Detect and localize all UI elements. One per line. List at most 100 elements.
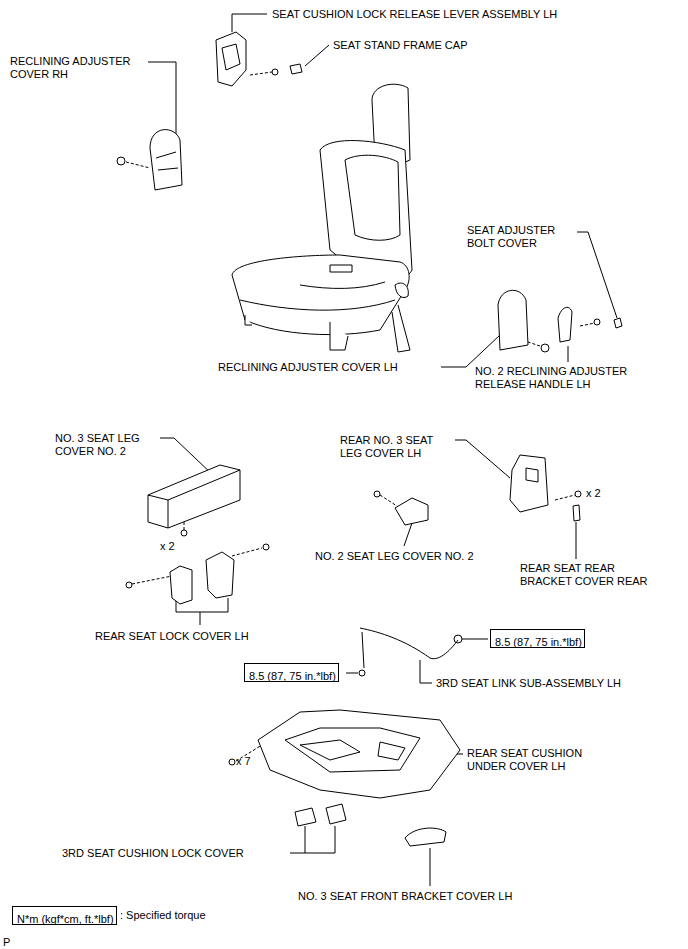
leader-line	[404, 523, 412, 546]
screw-axis	[232, 548, 262, 556]
screw	[374, 491, 380, 497]
quantity-note: x 2	[586, 487, 601, 500]
leader-line	[577, 232, 617, 318]
torque-value: 8.5 (87, 75 in.*lbf)	[249, 670, 336, 683]
leader-line	[305, 826, 306, 853]
part-name: NO. 3 SEAT FRONT BRACKET COVER LH	[298, 890, 512, 903]
lock-cover	[326, 804, 346, 824]
seat-drawing	[300, 282, 385, 288]
part-name: 3RD SEAT CUSHION LOCK COVER	[62, 847, 244, 860]
torque-box: 8.5 (87, 75 in.*lbf)	[490, 629, 585, 648]
bracket-cover	[405, 828, 446, 846]
screw	[117, 69, 600, 765]
torque-value: N*m (kgf*cm, ft.*lbf)	[17, 913, 114, 926]
torque-box: 8.5 (87, 75 in.*lbf)	[244, 663, 339, 682]
leg-cover	[148, 465, 240, 528]
leader-line	[200, 612, 201, 625]
part-name: SEAT CUSHION LOCK RELEASE LEVER ASSEMBLY…	[272, 8, 557, 21]
screw	[126, 582, 132, 588]
lock-cover	[295, 808, 316, 826]
part-name: REAR SEAT LOCK COVER LH	[95, 630, 249, 643]
screw-axis	[132, 576, 172, 584]
lever-part	[216, 32, 246, 86]
bolt-cover	[614, 318, 622, 328]
screw	[359, 670, 365, 676]
screw	[272, 69, 278, 75]
leader-line	[441, 335, 500, 367]
lock-cover	[206, 552, 234, 598]
leader-line	[576, 522, 577, 559]
seat-drawing	[232, 255, 409, 335]
link-rod	[362, 632, 364, 668]
torque-value: 8.5 (87, 75 in.*lbf)	[495, 636, 582, 649]
frame-cap	[290, 64, 302, 74]
leader-line	[346, 673, 358, 674]
lock-cover	[170, 566, 192, 604]
cover-part	[498, 290, 528, 350]
leader-line	[148, 14, 617, 886]
seat-drawing	[245, 315, 252, 325]
part-name: NO. 3 SEAT LEG COVER NO. 2	[55, 432, 165, 458]
part-name: SEAT ADJUSTER BOLT COVER	[467, 224, 572, 250]
screw	[117, 157, 125, 165]
screw-axis	[250, 72, 272, 75]
legend-text: : Specified torque	[120, 909, 206, 922]
seat-drawing	[345, 155, 400, 240]
part-name: REAR SEAT CUSHION UNDER COVER LH	[467, 747, 597, 773]
screw	[575, 491, 581, 497]
seat-drawing	[240, 300, 395, 310]
under-cover	[300, 740, 405, 760]
under-cover	[285, 728, 420, 772]
screw-axis	[555, 495, 575, 500]
cover-part	[150, 130, 182, 190]
screw	[229, 759, 235, 765]
leader-line	[462, 639, 488, 640]
part-name: RECLINING ADJUSTER COVER LH	[218, 361, 398, 374]
leader-line	[568, 346, 569, 362]
figure-code: P	[3, 936, 10, 949]
lever-part	[216, 32, 302, 86]
link-rod	[360, 628, 458, 659]
cover-part	[156, 152, 178, 170]
quantity-note: x 7	[236, 755, 251, 768]
leg-cover	[510, 455, 548, 512]
leader-line	[305, 45, 329, 66]
seat-drawing	[392, 305, 410, 352]
leader-line	[148, 62, 176, 138]
leader-line	[430, 848, 431, 886]
leader-line	[160, 438, 214, 476]
screw	[454, 635, 462, 643]
screw-axis	[126, 72, 600, 761]
leader-line	[455, 440, 510, 478]
part-name: 3RD SEAT LINK SUB-ASSEMBLY LH	[436, 677, 621, 690]
part-name: NO. 2 SEAT LEG COVER NO. 2	[315, 550, 474, 563]
legend-sample-box: N*m (kgf*cm, ft.*lbf)	[12, 906, 117, 925]
leg-cover	[526, 468, 538, 482]
screw	[181, 530, 187, 536]
leader-line	[420, 660, 432, 683]
seat-drawing	[330, 265, 352, 272]
part-name: SEAT STAND FRAME CAP	[333, 39, 467, 52]
leader-line	[320, 826, 335, 853]
under-cover	[258, 710, 460, 798]
part-name: REAR NO. 3 SEAT LEG COVER LH	[340, 434, 452, 460]
lever-part	[222, 44, 240, 70]
seat-drawing	[232, 84, 412, 352]
screw	[263, 544, 269, 550]
handle-part	[558, 307, 572, 342]
leg-cover	[395, 498, 428, 525]
bracket-cover	[573, 505, 580, 521]
seat-drawing	[330, 322, 348, 350]
screw	[594, 319, 600, 325]
leader-line	[232, 14, 267, 32]
quantity-note: x 2	[160, 540, 175, 553]
part-name: NO. 2 RECLINING ADJUSTER RELEASE HANDLE …	[475, 365, 655, 391]
seat-drawing	[395, 283, 408, 297]
screw-axis	[380, 495, 400, 508]
screw	[541, 344, 549, 352]
part-name: RECLINING ADJUSTER COVER RH	[10, 55, 150, 81]
part-name: REAR SEAT REAR BRACKET COVER REAR	[520, 562, 658, 588]
leg-cover	[148, 470, 240, 528]
